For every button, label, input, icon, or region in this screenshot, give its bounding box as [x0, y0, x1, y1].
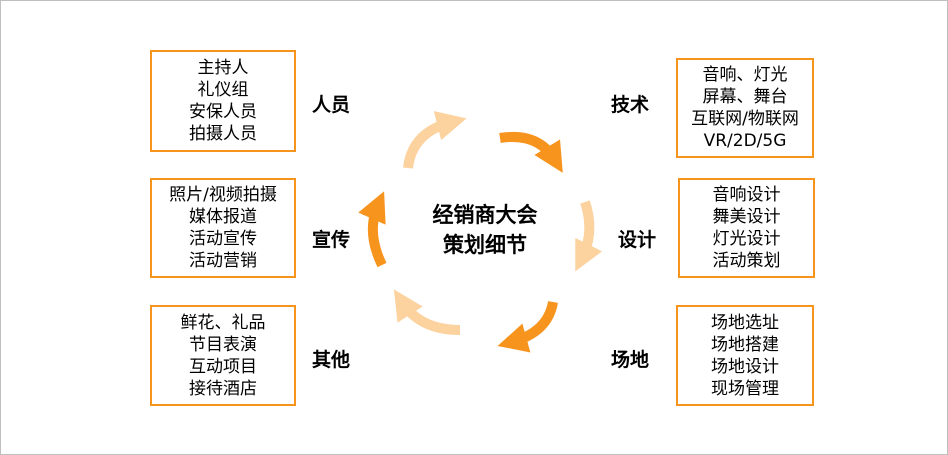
arrow-top-right-dark: [499, 132, 563, 173]
jishu-item: 互联网/物联网: [691, 109, 799, 129]
xuanchuan-item: 活动宣传: [189, 229, 257, 249]
xuanchuan-item: 活动营销: [189, 251, 257, 271]
center-title-line2: 策划细节: [443, 233, 527, 257]
jishu-item: 音响、灯光: [702, 65, 788, 85]
xuanchuan-box: 照片/视频拍摄 媒体报道 活动宣传 活动营销: [150, 178, 296, 278]
center-title: 经销商大会 策划细节: [410, 200, 560, 260]
changdi-item: 场地选址: [711, 312, 779, 333]
jishu-item: VR/2D/5G: [703, 131, 787, 151]
arrow-bottom-left-light: [393, 289, 461, 335]
arrow-top-left-light: [403, 111, 467, 169]
renyuan-item: 安保人员: [189, 102, 257, 122]
changdi-item: 场地设计: [711, 356, 779, 377]
changdi-label: 场地: [611, 349, 650, 371]
xuanchuan-label: 宣传: [312, 229, 351, 251]
renyuan-item: 主持人: [197, 58, 249, 78]
arrow-left-dark: [358, 191, 387, 268]
sheji-item: 音响设计: [712, 185, 781, 205]
jishu-label: 技术: [611, 94, 650, 116]
sheji-item: 活动策划: [712, 251, 781, 271]
sheji-box: 音响设计 舞美设计 灯光设计 活动策划: [678, 178, 815, 278]
qita-label: 其他: [312, 349, 351, 371]
renyuan-item: 拍摄人员: [189, 124, 257, 144]
qita-item: 互动项目: [189, 356, 257, 377]
changdi-item: 现场管理: [711, 378, 779, 399]
arrow-right-light: [575, 200, 603, 272]
sheji-item: 舞美设计: [712, 207, 781, 227]
arrow-bottom-right-dark: [497, 300, 558, 353]
renyuan-item: 礼仪组: [197, 80, 249, 100]
qita-item: 鲜花、礼品: [180, 312, 266, 333]
qita-item: 接待酒店: [189, 378, 257, 399]
renyuan-box: 主持人 礼仪组 安保人员 拍摄人员: [150, 50, 296, 152]
changdi-box: 场地选址 场地搭建 场地设计 现场管理: [676, 305, 814, 406]
sheji-item: 灯光设计: [712, 229, 781, 249]
jishu-item: 屏幕、舞台: [702, 87, 788, 107]
xuanchuan-item: 照片/视频拍摄: [169, 185, 277, 205]
sheji-label: 设计: [618, 229, 657, 251]
changdi-item: 场地搭建: [711, 334, 779, 355]
jishu-box: 音响、灯光 屏幕、舞台 互联网/物联网 VR/2D/5G: [676, 58, 814, 158]
renyuan-label: 人员: [312, 94, 351, 116]
center-title-line1: 经销商大会: [432, 203, 538, 227]
qita-box: 鲜花、礼品 节目表演 互动项目 接待酒店: [150, 305, 296, 406]
qita-item: 节目表演: [189, 334, 257, 355]
xuanchuan-item: 媒体报道: [189, 207, 257, 227]
